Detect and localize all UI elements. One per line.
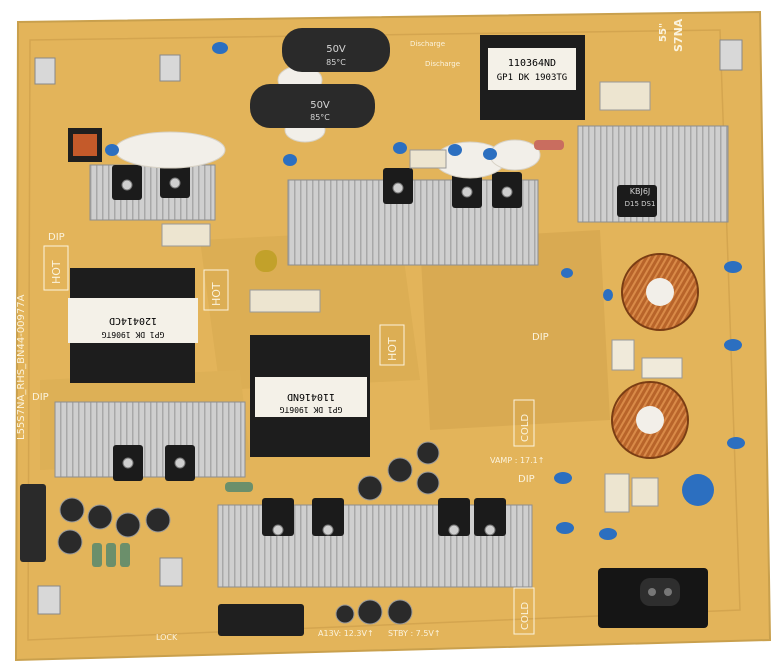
dip-label-1: DIP <box>48 232 65 243</box>
heatsink-top-left <box>89 164 216 221</box>
toroid-coil-top <box>621 253 699 331</box>
fuse-label <box>641 357 683 379</box>
svg-text:D15 DS1: D15 DS1 <box>625 200 656 208</box>
svg-text:50V: 50V <box>310 100 330 111</box>
svg-text:120414CD: 120414CD <box>109 315 157 326</box>
svg-text:110364ND: 110364ND <box>508 58 556 69</box>
ac-inlet-connector <box>598 568 708 628</box>
yellow-capacitor <box>255 250 277 272</box>
stby-label: STBY : 7.5V↑ <box>388 629 441 638</box>
bridge-rectifier-label: KBJ6J <box>630 187 651 196</box>
blue-capacitors <box>105 42 745 540</box>
discharge-label-2: Discharge <box>425 60 460 68</box>
small-capacitors <box>57 441 440 625</box>
discharge-label-1: Discharge <box>410 40 445 48</box>
output-connector-bottom <box>218 604 304 636</box>
cold-label-1: COLD <box>520 414 531 442</box>
heatsink-left <box>54 401 246 478</box>
x-capacitor <box>604 473 630 513</box>
transformer-top: 110364ND GP1 DK 1903TG <box>480 35 585 120</box>
label-sticker <box>611 339 635 371</box>
relay-box <box>631 477 659 507</box>
svg-text:85°C: 85°C <box>310 113 330 122</box>
dip-label-4: DIP <box>518 474 535 485</box>
dip-label-2: DIP <box>32 392 49 403</box>
transformer-center: 110416ND GP1 DK 1906TG <box>250 335 370 457</box>
lock-label: LOCK <box>156 633 178 642</box>
board-code: L55S7NA_RHS_BN44-00977A <box>16 294 27 440</box>
hot-label-1: HOT <box>50 260 63 284</box>
transformer-left: 120414CD GP1 DK 1906TG <box>68 268 198 383</box>
svg-text:85°C: 85°C <box>326 58 346 67</box>
hot-label-2: HOT <box>210 282 223 306</box>
small-label-3 <box>409 149 447 169</box>
svg-text:GP1 DK 1906TG: GP1 DK 1906TG <box>280 405 343 414</box>
hot-label-3: HOT <box>386 337 399 361</box>
cap-label: 50V <box>326 44 346 55</box>
y-capacitor <box>599 81 651 111</box>
small-label-1 <box>161 223 211 247</box>
resistors <box>92 140 564 567</box>
output-connector-left <box>20 484 46 562</box>
toroid-coil-bottom <box>611 381 689 459</box>
vamp-label: VAMP : 17.1↑ <box>490 456 544 465</box>
model-code: S7NA <box>672 18 685 52</box>
dip-label-3: DIP <box>532 332 549 343</box>
svg-text:GP1 DK 1903TG: GP1 DK 1903TG <box>497 73 567 83</box>
a13v-label: A13V: 12.3V↑ <box>318 629 374 638</box>
transistor-screws <box>121 177 513 536</box>
cold-label-2: COLD <box>520 602 531 630</box>
model-size: 55" <box>658 23 669 42</box>
svg-text:110416ND: 110416ND <box>287 391 335 402</box>
svg-text:GP1 DK 1906TG: GP1 DK 1906TG <box>102 330 165 339</box>
connector-top-left <box>68 128 102 162</box>
small-label-2 <box>249 289 321 313</box>
mounting-clips <box>34 39 743 615</box>
bulk-capacitor-1: 50V 85°C <box>282 28 390 72</box>
bulk-capacitor-2: 50V 85°C <box>250 84 375 128</box>
silkscreen-text: 55" S7NA L55S7NA_RHS_BN44-00977A HOT HOT… <box>16 18 685 642</box>
